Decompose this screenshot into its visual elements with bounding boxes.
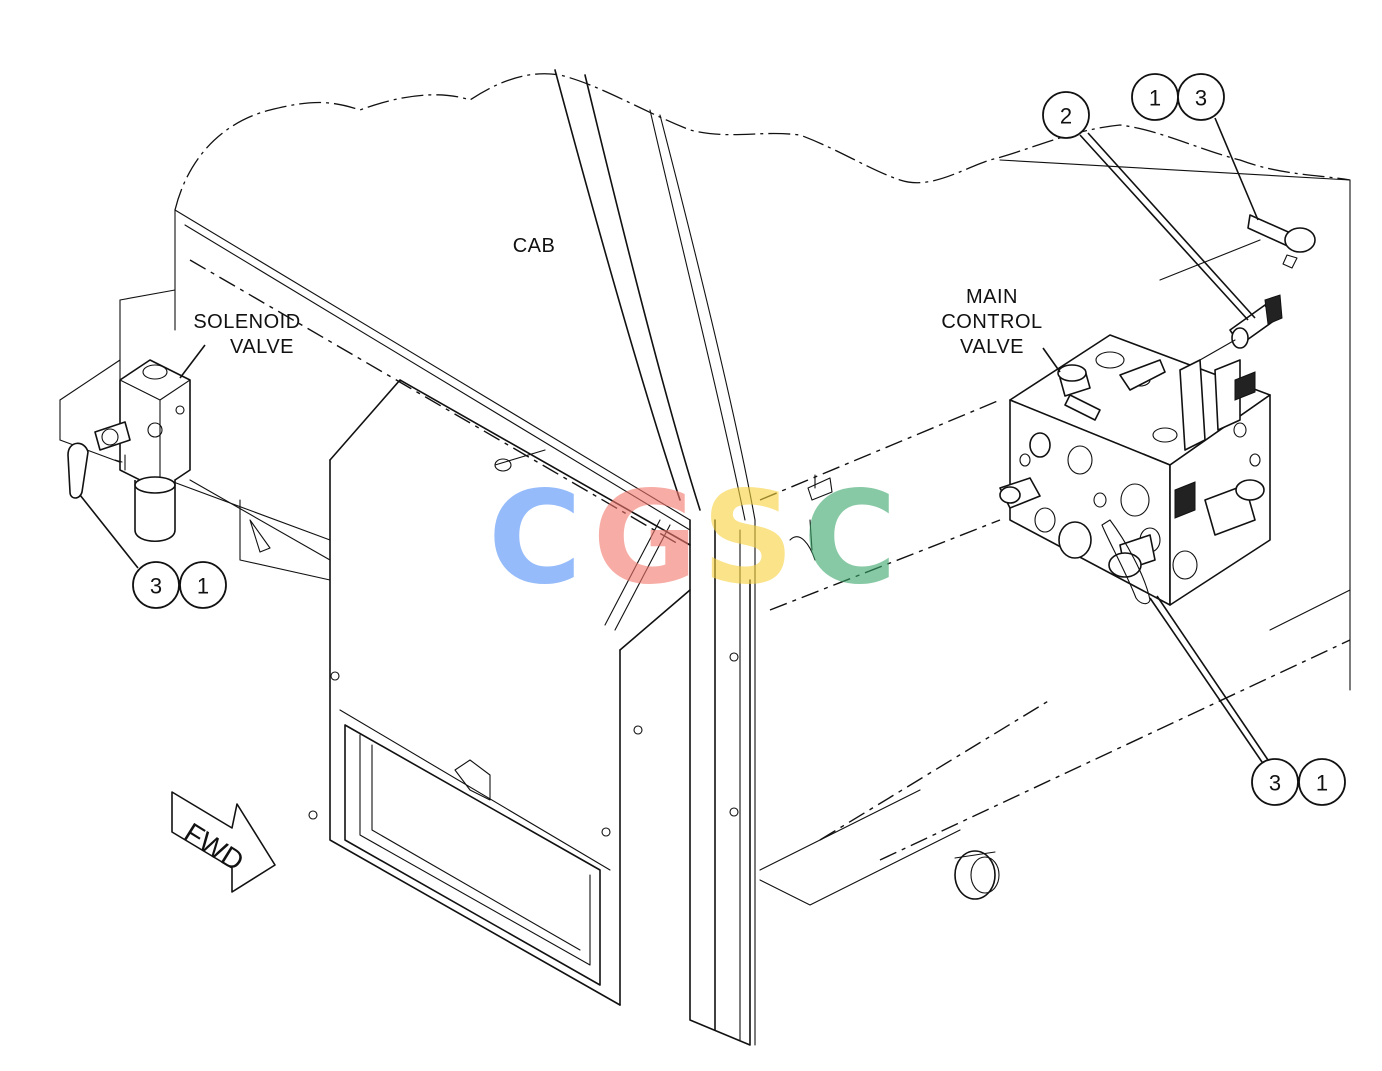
cab-body — [59, 69, 1351, 1046]
watermark-letter-1: C — [488, 464, 582, 613]
watermark-letter-4: C — [803, 464, 897, 613]
callout-main-valve-lower: 3 1 — [1149, 595, 1346, 806]
solenoid-valve-label-line1: SOLENOID — [193, 311, 300, 333]
callout-top-right: 1 3 — [1131, 73, 1259, 221]
watermark-letter-2: G — [592, 464, 697, 613]
main-control-valve-label-line2: CONTROL — [941, 311, 1042, 333]
watermark-letter-3: S — [702, 464, 794, 613]
solenoid-valve — [67, 359, 191, 542]
main-control-valve-label-line3: VALVE — [960, 336, 1024, 358]
callout-solenoid-first: 3 — [150, 574, 162, 599]
callout-solenoid-second: 1 — [197, 574, 209, 599]
main-control-valve — [999, 214, 1316, 606]
solenoid-valve-label-line2: VALVE — [230, 336, 294, 358]
callout-top-right-first: 1 — [1149, 86, 1161, 111]
callout-fitting: 2 — [1042, 91, 1256, 321]
callout-solenoid: 3 1 — [79, 494, 227, 609]
cab-label: CAB — [513, 235, 556, 257]
main-control-valve-label-line1: MAIN — [966, 286, 1018, 308]
callout-top-right-second: 3 — [1195, 86, 1207, 111]
callout-main-valve-lower-first: 3 — [1269, 771, 1281, 796]
watermark: C G S C — [488, 464, 897, 613]
callout-fitting-number: 2 — [1060, 104, 1072, 129]
forward-arrow: FWD — [171, 791, 276, 893]
cab-fitting — [789, 474, 833, 561]
callout-main-valve-lower-second: 1 — [1316, 771, 1328, 796]
